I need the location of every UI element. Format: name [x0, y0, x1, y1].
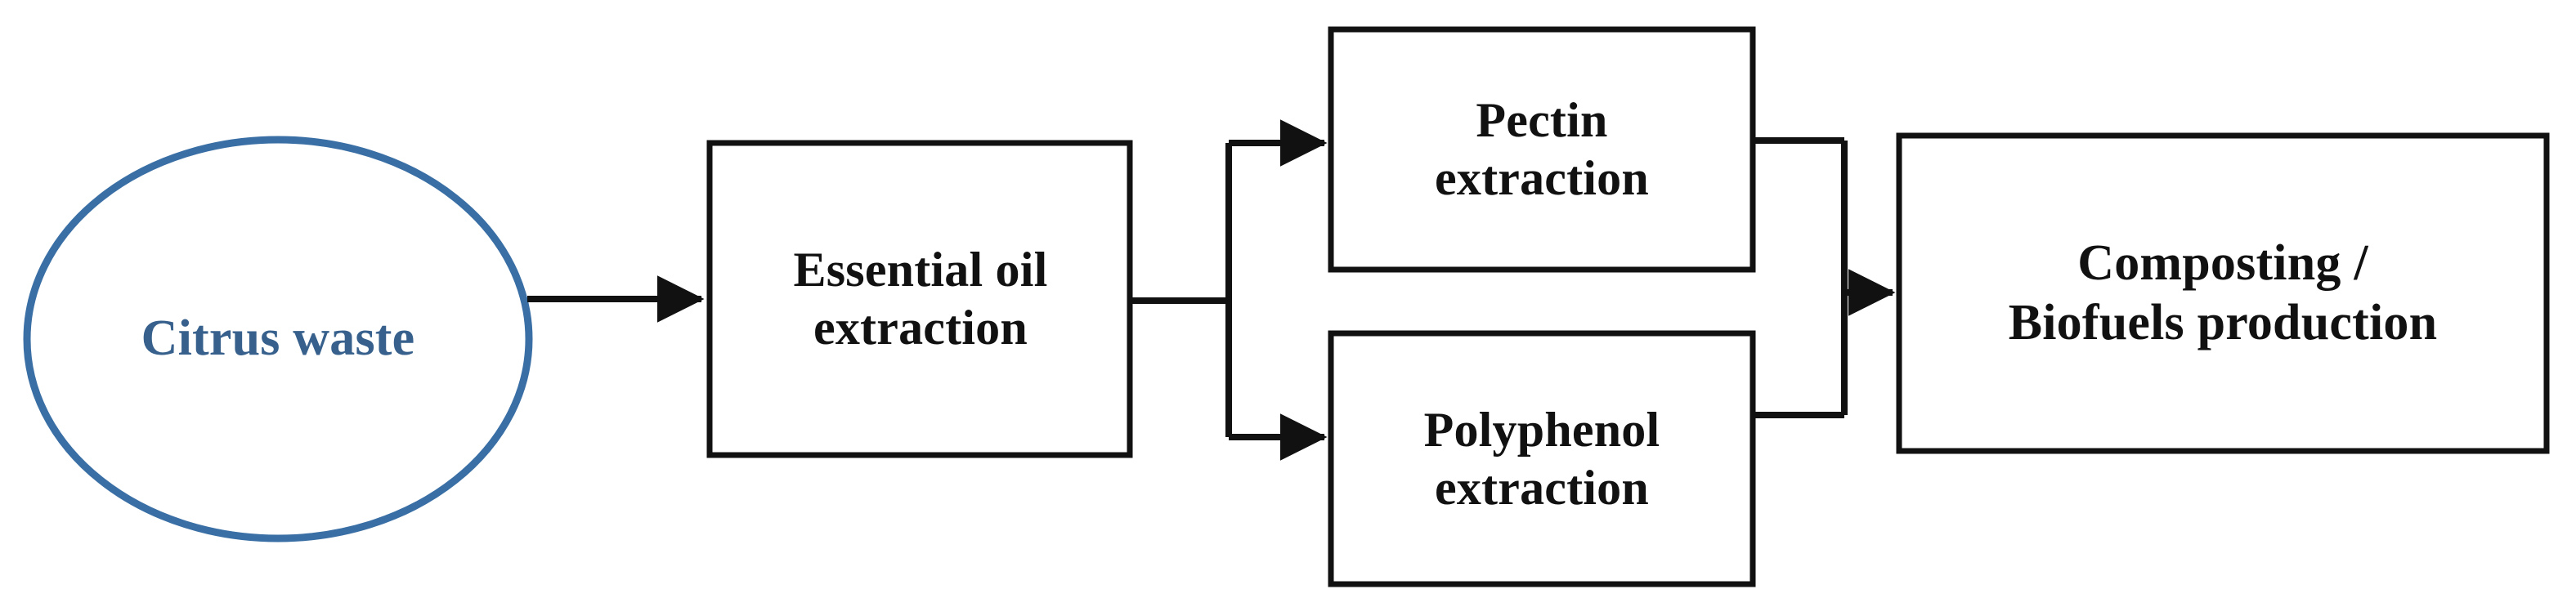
- node-composting-biofuels: [1896, 132, 2550, 454]
- node-essential-oil-extraction: [706, 140, 1133, 458]
- node-pectin-extraction: [1328, 26, 1756, 273]
- node-citrus-waste: [23, 136, 533, 542]
- node-polyphenol-extraction: [1328, 330, 1756, 587]
